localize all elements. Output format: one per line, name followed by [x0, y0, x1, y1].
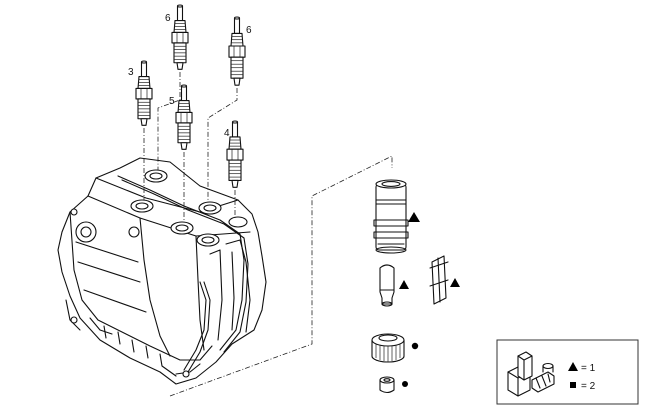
spark-plug-top-left — [171, 4, 189, 70]
triangle-marker-strip — [450, 278, 460, 287]
callout-plug-center: 5 — [169, 96, 175, 107]
callout-plug-right: 4 — [224, 128, 230, 139]
plug-socket-sleeve — [373, 179, 409, 254]
strip-tool — [429, 255, 449, 305]
legend-dot — [570, 382, 576, 388]
legend-dot-text: = 2 — [581, 381, 596, 392]
knurled-knob — [371, 333, 405, 363]
dot-marker-knob — [411, 342, 419, 350]
triangle-marker-sleeve — [408, 212, 420, 222]
spark-plug-center — [175, 84, 193, 150]
small-nut — [379, 376, 395, 394]
cylinder-head — [57, 157, 267, 385]
callout-plug-top-left: 6 — [165, 13, 171, 24]
plug-leader-lines — [143, 72, 238, 222]
spark-plug-left — [135, 60, 153, 126]
tool-kit-icon — [507, 351, 555, 397]
tool-bracket-line — [169, 155, 393, 397]
dot-marker-nut — [402, 381, 408, 387]
callout-plug-left: 3 — [128, 67, 134, 78]
spark-plug-right — [226, 120, 244, 188]
legend-triangle-text: = 1 — [581, 363, 596, 374]
spark-plugs — [135, 4, 246, 188]
legend-triangle — [568, 362, 578, 371]
callout-plug-top-right: 6 — [246, 25, 252, 36]
spark-plug-top-right — [228, 16, 246, 86]
legend-box: = 1 = 2 — [496, 339, 639, 405]
plug-guide-rod — [379, 264, 395, 307]
triangle-marker-guide — [399, 280, 409, 289]
